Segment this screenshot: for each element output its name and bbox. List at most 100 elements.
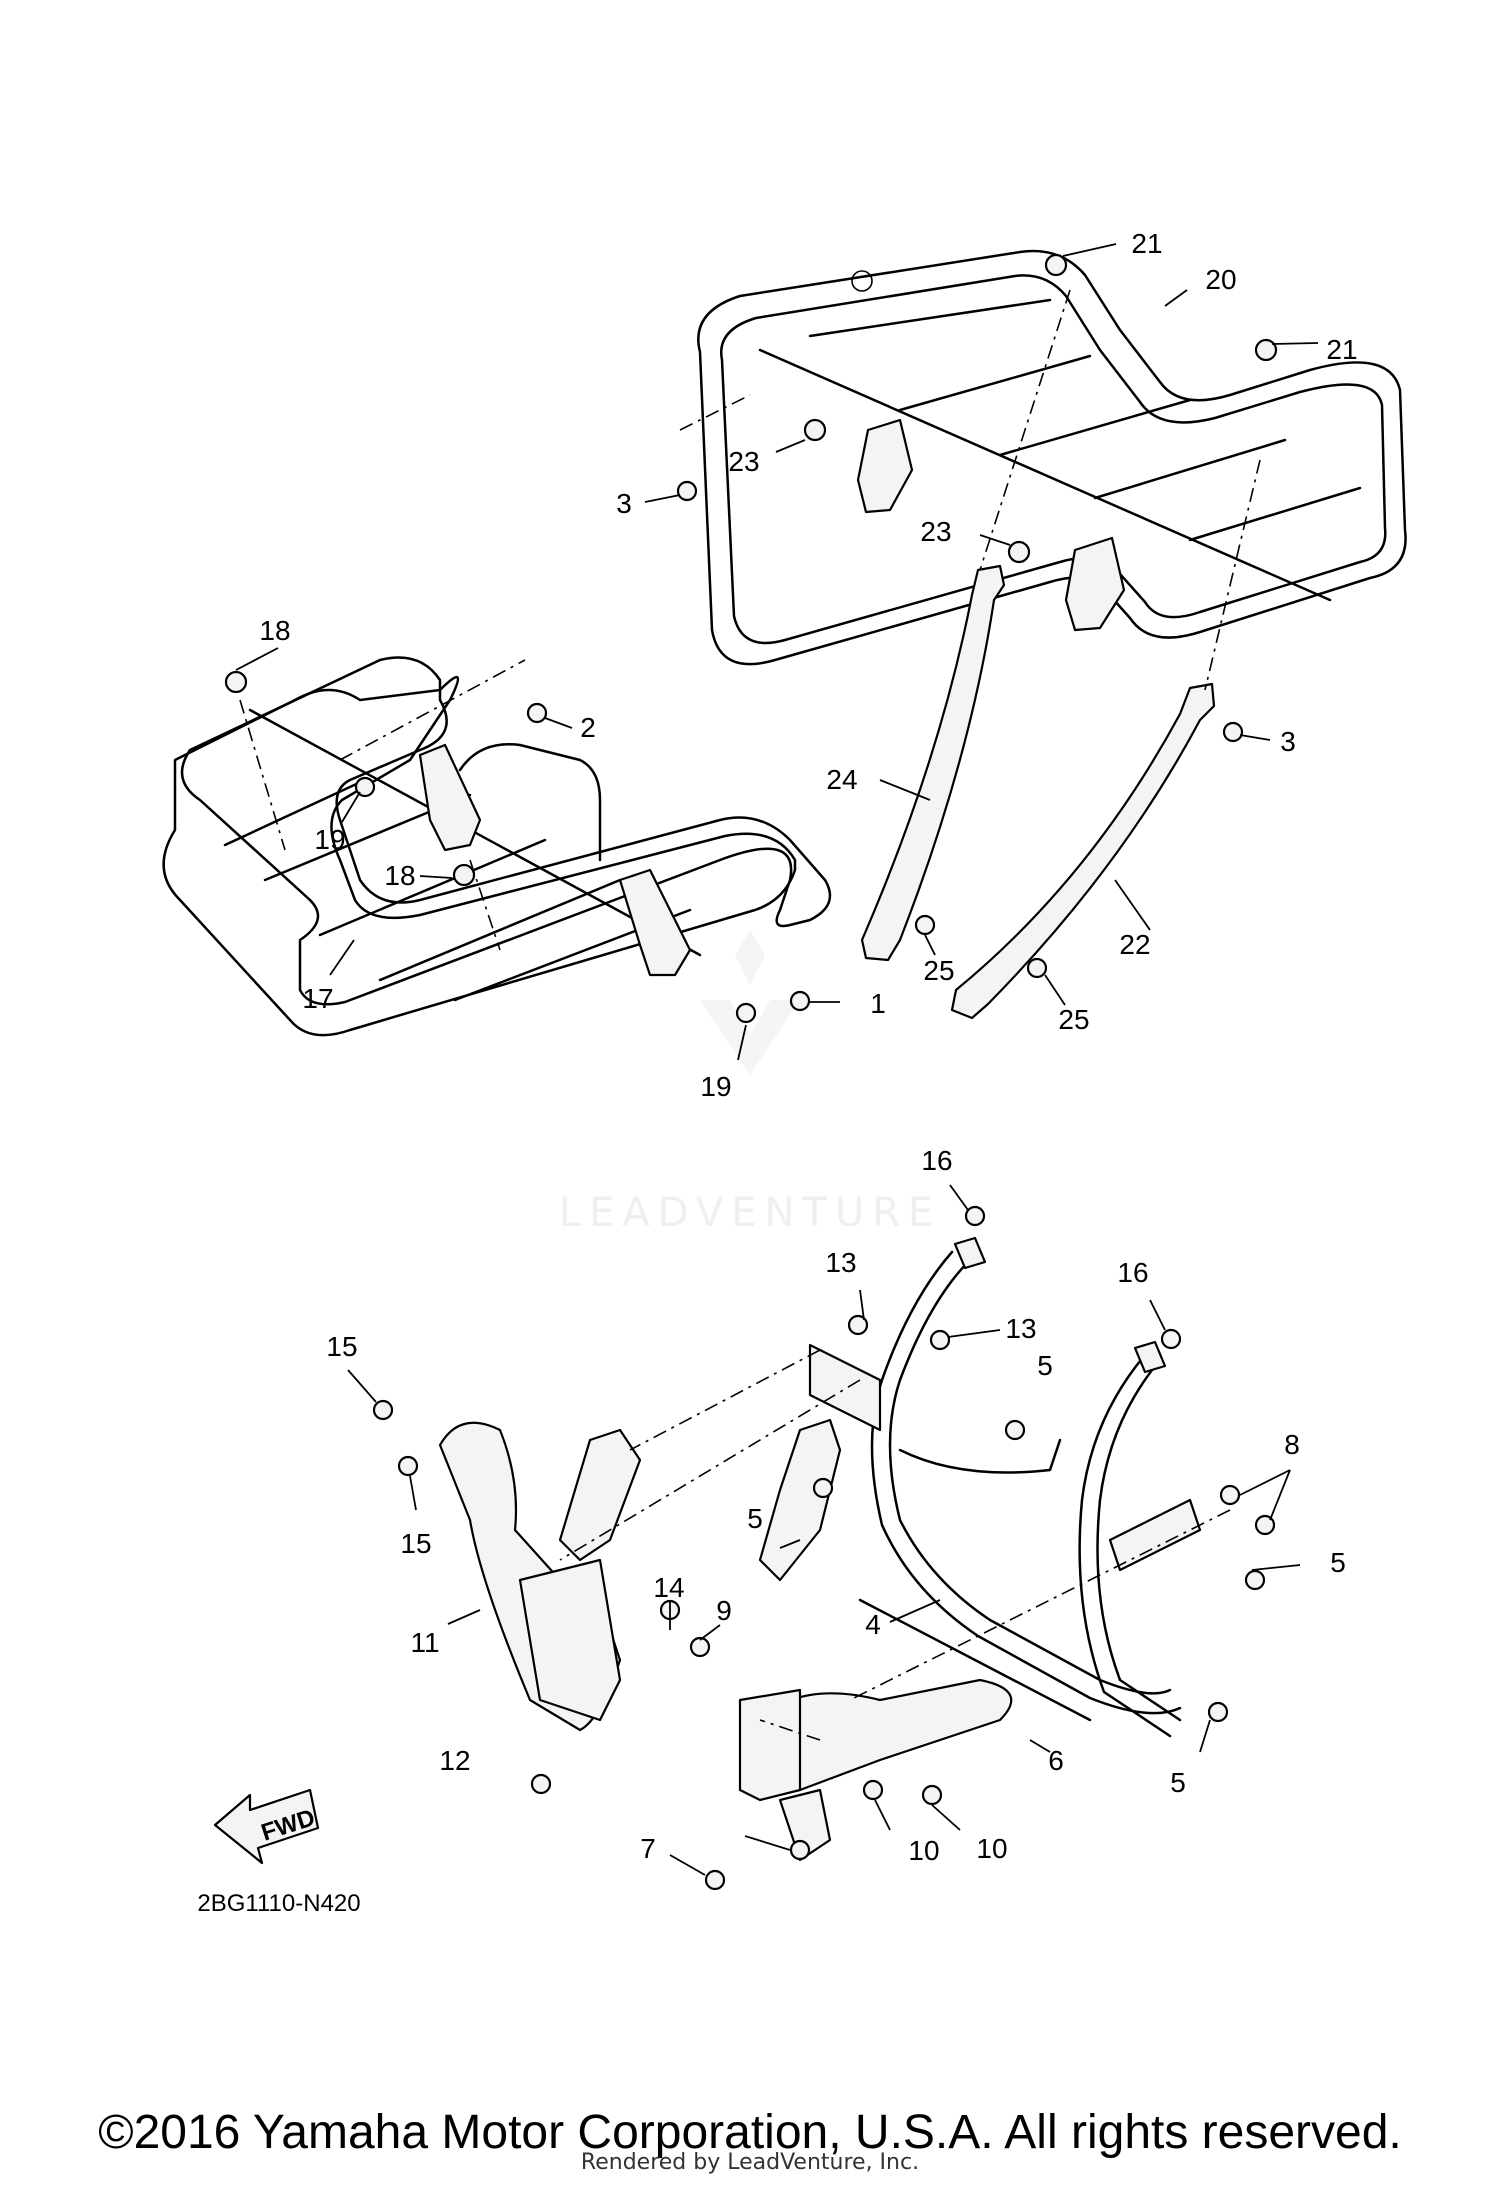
- rear-rack-bracket-left: [856, 418, 914, 514]
- callout-7: 7: [640, 1833, 656, 1864]
- bolt-25b: [1026, 957, 1048, 979]
- bolt-3a: [676, 480, 698, 502]
- watermark-text: LEADVENTURE: [559, 1190, 941, 1236]
- bolt-7: [704, 1869, 726, 1891]
- bolt-13a: [847, 1314, 869, 1336]
- guard-panels: [438, 1418, 1013, 1862]
- callout-5: 5: [747, 1503, 763, 1534]
- callout-21: 21: [1326, 334, 1357, 365]
- callout-23: 23: [920, 516, 951, 547]
- callout-18: 18: [384, 860, 415, 891]
- bolt-11-lower: [530, 1773, 552, 1795]
- callout-11: 11: [410, 1627, 439, 1658]
- callout-3: 3: [1280, 726, 1296, 757]
- callout-5: 5: [1170, 1767, 1186, 1798]
- collar-10b: [921, 1784, 943, 1806]
- callout-5: 5: [1037, 1350, 1053, 1381]
- callout-1: 1: [870, 988, 886, 1019]
- guard-panel-6-upper: [758, 1418, 842, 1582]
- callout-25: 25: [923, 955, 954, 986]
- guard-panel-6-lower: [778, 1788, 832, 1862]
- bolt-5a: [1004, 1419, 1026, 1441]
- bolt-1: [789, 990, 811, 1012]
- guard-panel-11-upper: [558, 1428, 642, 1562]
- callout-5: 5: [1330, 1547, 1346, 1578]
- callout-4: 4: [865, 1609, 881, 1640]
- callout-16: 16: [921, 1145, 952, 1176]
- leadventure-watermark: LEADVENTURE: [559, 930, 941, 1236]
- bolt-9: [689, 1636, 711, 1658]
- bolt-23b: [1007, 540, 1031, 564]
- rear-stays: [860, 564, 1216, 1020]
- bolt-18b: [452, 863, 476, 887]
- front-carrier-rack: [162, 656, 832, 1037]
- front-rack-bracket-right: [618, 868, 692, 977]
- rear-rack-bracket-right: [1064, 536, 1126, 632]
- guard-bracket-right: [1108, 1498, 1202, 1572]
- callout-20: 20: [1205, 264, 1236, 295]
- callout-21: 21: [1131, 228, 1162, 259]
- copyright-notice: ©2016 Yamaha Motor Corporation, U.S.A. A…: [98, 2106, 1402, 2159]
- bolt-18a: [224, 670, 248, 694]
- guard-cap-left: [953, 1236, 987, 1270]
- cap-16a: [964, 1205, 986, 1227]
- callout-15: 15: [326, 1331, 357, 1362]
- rear-carrier-rack: [697, 249, 1407, 666]
- bolt-25a: [914, 914, 936, 936]
- front-guard-frame: [808, 1236, 1202, 1738]
- callout-13: 13: [825, 1247, 856, 1278]
- callout-10: 10: [908, 1835, 939, 1866]
- callout-19: 19: [314, 824, 345, 855]
- watermark-logo-flame-icon: [735, 930, 765, 985]
- callout-17: 17: [302, 983, 333, 1014]
- callout-24: 24: [826, 764, 857, 795]
- bolt-5c: [1244, 1569, 1266, 1591]
- bolt-21b: [1254, 338, 1278, 362]
- callout-14: 14: [653, 1572, 684, 1603]
- bolt-21a: [1044, 253, 1068, 277]
- callout-16: 16: [1117, 1257, 1148, 1288]
- callout-9: 9: [716, 1595, 732, 1626]
- guard-panel-6-face: [738, 1688, 802, 1802]
- callout-18: 18: [259, 615, 290, 646]
- callout-13: 13: [1005, 1313, 1036, 1344]
- guard-bracket-left: [808, 1343, 882, 1432]
- bolt-3b: [1222, 721, 1244, 743]
- callout-3: 3: [616, 488, 632, 519]
- bolt-2: [526, 702, 548, 724]
- collar-15b: [397, 1455, 419, 1477]
- guard-cap-right: [1133, 1340, 1167, 1374]
- bolt-19b: [735, 1002, 757, 1024]
- callout-10: 10: [976, 1833, 1007, 1864]
- callout-25: 25: [1058, 1004, 1089, 1035]
- bolt-5b: [812, 1477, 834, 1499]
- callout-8: 8: [1284, 1429, 1300, 1460]
- fasteners: [224, 253, 1278, 1891]
- callout-6: 6: [1048, 1745, 1064, 1776]
- bolt-8a: [1219, 1484, 1241, 1506]
- callout-labels: 1 2 3 3 4 5 5 5 5 6 7 8 9 10 10 11 12 13…: [259, 228, 1357, 1866]
- rendered-by-notice: Rendered by LeadVenture, Inc.: [580, 2150, 920, 2175]
- fwd-arrow-icon: FWD: [213, 1788, 320, 1865]
- collar-10a: [862, 1779, 884, 1801]
- callout-23: 23: [728, 446, 759, 477]
- bolt-12: [789, 1839, 811, 1861]
- callout-12: 12: [439, 1745, 470, 1776]
- collar-15a: [372, 1399, 394, 1421]
- bolt-5d: [1207, 1701, 1229, 1723]
- callout-2: 2: [580, 712, 596, 743]
- bolt-23a: [803, 418, 827, 442]
- front-rack-bracket-left: [418, 743, 482, 852]
- callout-22: 22: [1119, 929, 1150, 960]
- leader-lines: [235, 243, 1319, 1876]
- assembly-guide-lines: [239, 289, 1261, 1741]
- bolt-19a: [354, 776, 376, 798]
- bolt-13b: [929, 1329, 951, 1351]
- callout-15: 15: [400, 1528, 431, 1559]
- watermark-logo-icon: [700, 1000, 800, 1075]
- stay-22: [950, 682, 1216, 1020]
- diagram-code: 2BG1110-N420: [197, 1890, 360, 1917]
- callout-19: 19: [700, 1071, 731, 1102]
- guard-panel-11-face: [518, 1558, 622, 1722]
